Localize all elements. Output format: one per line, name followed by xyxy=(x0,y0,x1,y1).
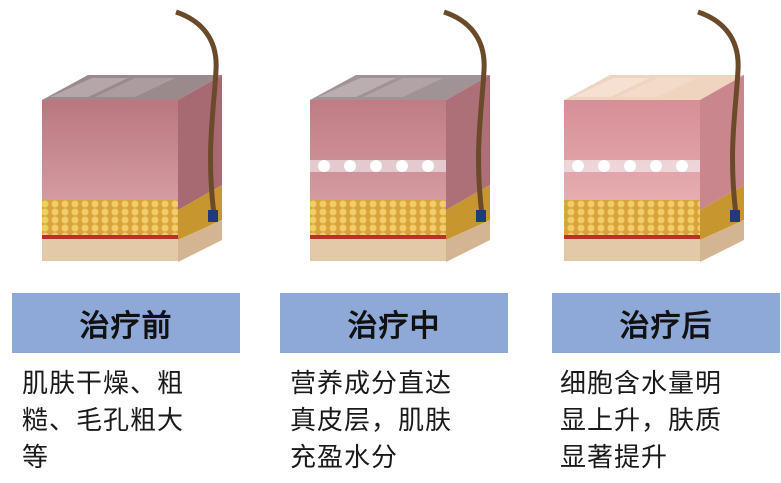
panel-during: 治疗中 营养成分直达 真皮层，肌肤 充盈水分 xyxy=(268,0,518,483)
nutrient-band xyxy=(564,160,700,172)
skin-cross-section-during xyxy=(310,9,490,262)
skin-cross-section-before xyxy=(42,9,222,262)
label-bar-during: 治疗中 xyxy=(280,293,508,353)
label-bar-after: 治疗后 xyxy=(552,293,780,353)
hair-strand xyxy=(697,9,741,216)
hair-strand xyxy=(443,9,487,216)
description-before: 肌肤干燥、粗 糙、毛孔粗大 等 xyxy=(22,369,185,473)
panel-before: 治疗前 肌肤干燥、粗 糙、毛孔粗大 等 xyxy=(0,0,250,483)
label-bar-before: 治疗前 xyxy=(12,293,240,353)
fat-layer xyxy=(42,200,178,235)
hair-strand xyxy=(175,9,219,216)
fat-layer xyxy=(564,200,700,235)
panel-label: 治疗后 xyxy=(619,309,713,344)
dermis-layer xyxy=(42,100,178,200)
panel-label: 治疗中 xyxy=(347,309,441,344)
fat-layer xyxy=(310,200,446,235)
panel-after: 治疗后 细胞含水量明 显上升，肤质 显著提升 xyxy=(536,0,781,483)
dermis-layer xyxy=(310,100,446,200)
skin-cross-section-after xyxy=(564,9,744,262)
description-after: 细胞含水量明 显上升，肤质 显著提升 xyxy=(560,369,723,473)
dermis-layer xyxy=(564,100,700,200)
panel-label: 治疗前 xyxy=(79,309,173,344)
nutrient-band xyxy=(310,160,446,172)
description-during: 营养成分直达 真皮层，肌肤 充盈水分 xyxy=(290,369,453,473)
